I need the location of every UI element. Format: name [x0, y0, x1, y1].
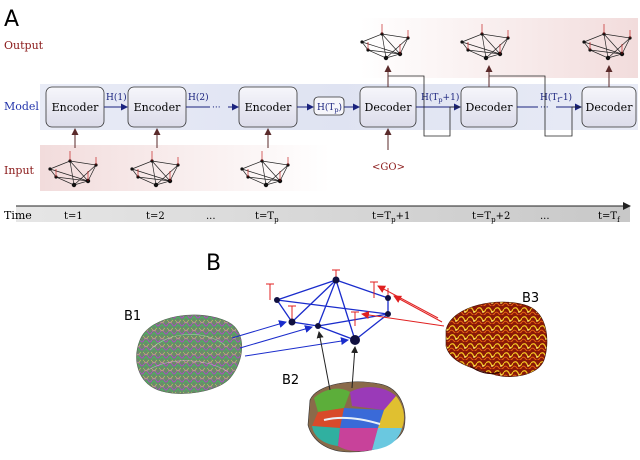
- brain-parcellation-atlas-image: [307, 381, 406, 453]
- decoder-label: Decoder: [365, 101, 413, 114]
- row-label-time: Time: [4, 209, 32, 222]
- encoder-label: Encoder: [245, 101, 292, 114]
- input-row-band: [40, 145, 330, 191]
- brain-network-graph: [266, 269, 391, 345]
- go-token: <GO>: [372, 162, 405, 173]
- row-label-model: Model: [4, 100, 39, 113]
- decoder-ellipsis: ···: [540, 103, 549, 113]
- encoder-ellipsis: ···: [212, 103, 221, 113]
- output-row-band: [360, 18, 638, 78]
- encoder-box-2: Encoder: [127, 86, 187, 128]
- decoder-label: Decoder: [466, 101, 514, 114]
- decoder-label: Decoder: [586, 101, 634, 114]
- row-label-output: Output: [4, 39, 44, 52]
- encoder-label: Encoder: [52, 101, 99, 114]
- b1-label: B1: [124, 309, 141, 324]
- row-label-input: Input: [4, 164, 35, 177]
- decoder-box-1: Decoder: [359, 86, 417, 128]
- time-dots-2: ...: [540, 211, 550, 222]
- h1-label: H(1): [106, 92, 127, 103]
- feedback-loop-1: [388, 75, 460, 137]
- decoder-box-2: Decoder: [460, 86, 518, 128]
- time-bar: [16, 206, 630, 222]
- time-label-tp1: t=Tp+1: [372, 211, 410, 224]
- time-dots-1: ...: [206, 211, 216, 222]
- b3-label: B3: [522, 291, 539, 306]
- h2-label: H(2): [188, 92, 209, 103]
- decoder-box-f: Decoder: [581, 86, 637, 128]
- time-label-tp: t=Tp: [255, 211, 279, 224]
- encoder-box-1: Encoder: [45, 86, 105, 128]
- b1-arrow-3: [244, 337, 349, 357]
- b2-arrow-1: [316, 331, 331, 391]
- time-label-1: t=1: [64, 211, 83, 222]
- time-label-tf: t=Tf: [598, 211, 621, 224]
- b2-arrow-2: [351, 346, 359, 389]
- hf1-label: H(Tf-1): [540, 92, 572, 104]
- b1-arrow-1: [231, 320, 287, 339]
- b3-arrow-3: [361, 311, 445, 327]
- time-label-2: t=2: [146, 211, 165, 222]
- panel-b-label: B: [206, 251, 221, 276]
- svg-text:H(Tp): H(Tp): [317, 102, 342, 114]
- encoder-label: Encoder: [134, 101, 181, 114]
- brain-fiber-tract-image: [136, 314, 242, 394]
- brain-cortical-thickness-image: [445, 301, 548, 377]
- panel-a-label: A: [4, 7, 19, 32]
- b1-arrow-2: [239, 325, 313, 349]
- b3-arrow-1: [377, 285, 439, 319]
- hp1-label: H(Tp+1): [421, 92, 459, 104]
- feedback-loop-2: [489, 75, 581, 137]
- b2-label: B2: [282, 373, 299, 388]
- b3-arrow-2: [393, 295, 443, 323]
- time-label-tp2: t=Tp+2: [472, 211, 510, 224]
- encoder-box-p: Encoder: [238, 86, 298, 128]
- hidden-state-tp-box: H(Tp): [313, 96, 345, 116]
